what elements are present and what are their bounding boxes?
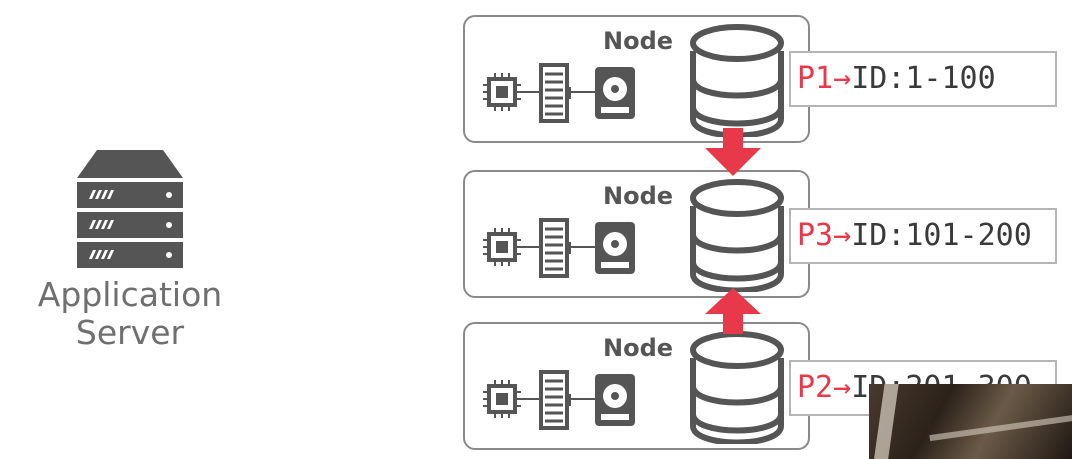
partition-label-p3: P3→ID:101-200 <box>789 208 1057 264</box>
application-server: Application Server <box>30 150 230 352</box>
node-2: Node <box>463 170 810 298</box>
hardware-icons <box>483 218 635 278</box>
hardware-icons <box>483 63 635 123</box>
node-1: Node <box>463 15 810 143</box>
video-overlay <box>869 384 1072 459</box>
database-icon <box>690 331 784 444</box>
hard-disk-icon <box>595 374 635 426</box>
memory-icon <box>539 370 571 430</box>
arrow-icon: → <box>833 370 852 405</box>
server-rack-icon <box>77 150 183 268</box>
down-arrow-icon <box>705 128 761 176</box>
node-label: Node <box>603 182 674 210</box>
memory-icon <box>539 63 571 123</box>
database-icon <box>690 179 784 292</box>
hard-disk-icon <box>595 67 635 119</box>
partition-label-p1: P1→ID:1-100 <box>789 51 1057 107</box>
arrow-icon: → <box>833 218 852 253</box>
memory-icon <box>539 218 571 278</box>
arrow-icon: → <box>833 61 852 96</box>
partition-id: P3 <box>797 218 834 253</box>
hard-disk-icon <box>595 222 635 274</box>
cpu-icon <box>483 73 521 111</box>
node-label: Node <box>603 27 674 55</box>
cpu-icon <box>483 228 521 266</box>
app-server-label-line2: Server <box>75 313 185 352</box>
partition-id: P1 <box>797 61 834 96</box>
partition-id: P2 <box>797 370 834 405</box>
database-icon <box>690 24 784 137</box>
cpu-icon <box>483 380 521 418</box>
node-label: Node <box>603 334 674 362</box>
hardware-icons <box>483 370 635 430</box>
up-arrow-icon <box>705 288 761 334</box>
id-range: ID:1-100 <box>851 61 996 96</box>
app-server-label-line1: Application <box>37 275 223 314</box>
node-3: Node <box>463 322 810 450</box>
id-range: ID:101-200 <box>851 218 1032 253</box>
